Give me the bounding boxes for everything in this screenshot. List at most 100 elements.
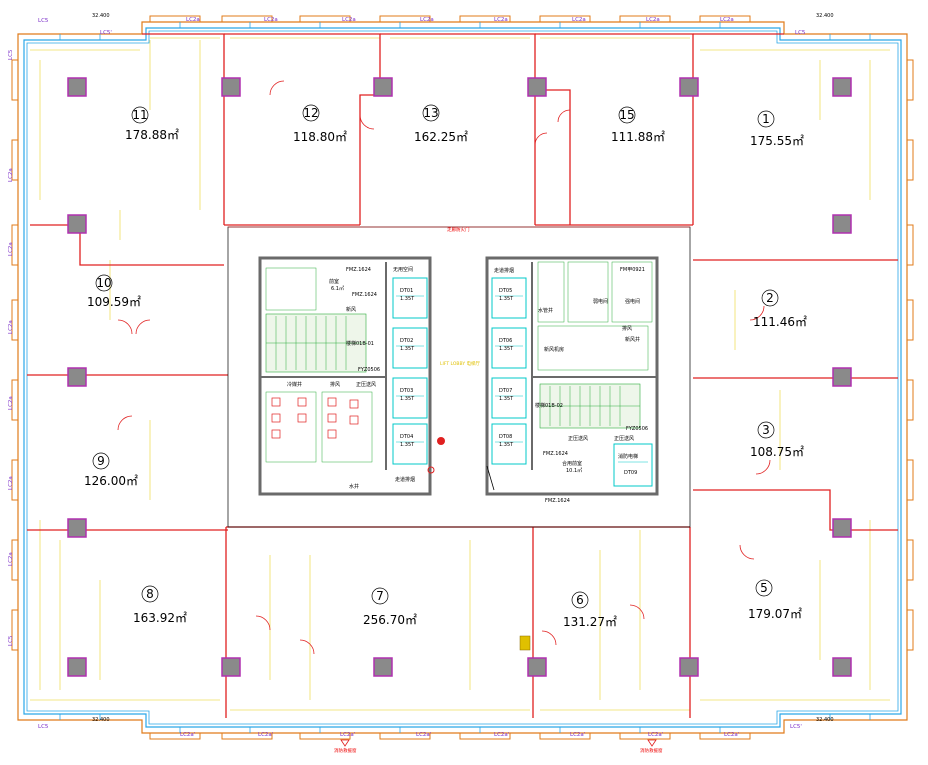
unit-number: 8	[146, 587, 154, 601]
dimension-labels: 32.400 32.400 32.400 32.400 LC5 LC5' LC2…	[8, 13, 834, 738]
right-heyong: 合用前室	[562, 460, 582, 467]
unit-number: 7	[376, 589, 384, 603]
left-dt04: DT04	[400, 434, 413, 440]
unit-area: 179.07㎡	[748, 607, 802, 621]
partitions	[30, 37, 890, 711]
right-dt07: DT07	[499, 388, 512, 394]
lc-top-7: LC2a	[494, 17, 508, 23]
fire-marker-icon	[437, 437, 445, 445]
lc-bottom-3: LC2a'	[258, 732, 273, 738]
unit-number: 13	[423, 106, 438, 120]
left-dt02: DT02	[400, 338, 413, 344]
left-zoudao: 走道排烟	[395, 476, 415, 483]
left-fmz-top: FMZ.1624	[346, 267, 371, 273]
right-dt07-spec: 1.35T	[499, 396, 514, 402]
unit-2: 2 111.46㎡	[753, 289, 807, 329]
unit-area: 175.55㎡	[750, 134, 804, 148]
equipment-icon	[519, 635, 531, 651]
rescue-note-right: 消防救援窗	[640, 747, 663, 754]
unit-number: 5	[760, 581, 768, 595]
unit-area: 109.59㎡	[87, 295, 141, 309]
unit-number: 15	[619, 108, 634, 122]
columns	[67, 77, 852, 677]
dim-bottom-right: 32.400	[816, 717, 834, 723]
doors	[117, 80, 771, 655]
left-lift-note: LIFT LOBBY 电梯厅	[440, 360, 481, 367]
unit-7: 7 256.70㎡	[363, 587, 417, 627]
lc-top-2: LC5'	[100, 30, 112, 36]
left-zhengya: 正压送风	[356, 381, 376, 388]
left-louti: 楼梯01B-01	[346, 340, 374, 347]
right-fmjia: FM甲0921	[620, 267, 645, 273]
left-qianshi-area: 6.1㎡	[331, 285, 344, 292]
curtain-wall	[11, 15, 914, 740]
unit-number: 12	[303, 106, 318, 120]
unit-number: 6	[576, 593, 584, 607]
lc-left-5: LC2a	[8, 396, 14, 410]
lc-bottom-8: LC2a'	[648, 732, 663, 738]
left-fmz-mid: FMZ.1624	[352, 292, 377, 298]
left-wuyong: 无用空间	[393, 266, 413, 273]
unit-area: 111.46㎡	[753, 315, 807, 329]
rescue-window-right-icon	[647, 739, 657, 747]
dim-top-right: 32.400	[816, 13, 834, 19]
unit-area: 131.27㎡	[563, 615, 617, 629]
unit-area: 111.88㎡	[611, 130, 665, 144]
right-paifeng: 排风	[622, 325, 632, 332]
lc-bottom-2: LC2a'	[180, 732, 195, 738]
unit-number: 3	[762, 423, 770, 437]
right-shuiguan: 水管井	[538, 307, 553, 314]
lc-left-8: LC5	[8, 635, 14, 646]
left-dt01: DT01	[400, 288, 413, 294]
lc-bottom-6: LC2a'	[494, 732, 509, 738]
unit-area: 108.75㎡	[750, 445, 804, 459]
rescue-window-left-icon	[340, 739, 350, 747]
right-dt09: DT09	[624, 470, 637, 476]
lc-top-3: LC2a	[186, 17, 200, 23]
lc-top-9: LC2a	[646, 17, 660, 23]
fire-hydrant-icon	[427, 466, 435, 474]
right-fmz: FMZ.1624	[545, 498, 570, 504]
left-dt04-spec: 1.35T	[400, 442, 415, 448]
unit-13: 13 162.25㎡	[414, 104, 468, 144]
right-dt06-spec: 1.35T	[499, 346, 514, 352]
right-fyzy: FYZ0506	[626, 426, 648, 432]
lc-top-11: LC5	[795, 30, 806, 36]
lc-top-6: LC2a	[420, 17, 434, 23]
unit-number: 2	[766, 291, 774, 305]
unit-3: 3 108.75㎡	[750, 421, 804, 459]
dim-top-left: 32.400	[92, 13, 110, 19]
lc-bottom-7: LC2a'	[570, 732, 585, 738]
lc-left-1: LC5	[8, 49, 14, 60]
right-fmz2: FMZ.1624	[543, 451, 568, 457]
left-qianshi: 前室	[329, 278, 339, 285]
right-heyong-area: 10.1㎡	[566, 467, 582, 474]
right-dt08-spec: 1.35T	[499, 442, 514, 448]
right-xiaofang: 消防电梯	[618, 453, 638, 460]
right-dt05: DT05	[499, 288, 512, 294]
right-zhengya2: 正压送风	[614, 435, 634, 442]
unit-area: 178.88㎡	[125, 128, 179, 142]
lc-top-1: LC5	[38, 18, 49, 24]
unit-area: 118.80㎡	[293, 130, 347, 144]
lc-left-6: LC2a	[8, 476, 14, 490]
right-dt05-spec: 1.35T	[499, 296, 514, 302]
lc-left-2: LC2a	[8, 168, 14, 182]
lc-top-8: LC2a	[572, 17, 586, 23]
lc-bottom-10: LC5'	[790, 724, 802, 730]
left-lengque: 冷媒井	[287, 381, 302, 388]
lc-top-5: LC2a	[342, 17, 356, 23]
core-right: 走道排烟 DT05 1.35T DT06 1.35T DT07 1.35T DT…	[485, 256, 659, 651]
left-fyzy: FYZ0506	[358, 367, 380, 373]
left-dt01-spec: 1.35T	[400, 296, 415, 302]
unit-15: 15 111.88㎡	[611, 106, 665, 144]
unit-labels: 11 178.88㎡ 12 118.80㎡ 13 162.25㎡ 15 111.…	[84, 104, 807, 629]
unit-area: 162.25㎡	[414, 130, 468, 144]
lc-left-3: LC2a	[8, 242, 14, 256]
left-dt03-spec: 1.35T	[400, 396, 415, 402]
unit-1: 1 175.55㎡	[750, 110, 804, 148]
left-paifeng: 排风	[330, 381, 340, 388]
unit-number: 10	[96, 276, 111, 290]
left-dt02-spec: 1.35T	[400, 346, 415, 352]
